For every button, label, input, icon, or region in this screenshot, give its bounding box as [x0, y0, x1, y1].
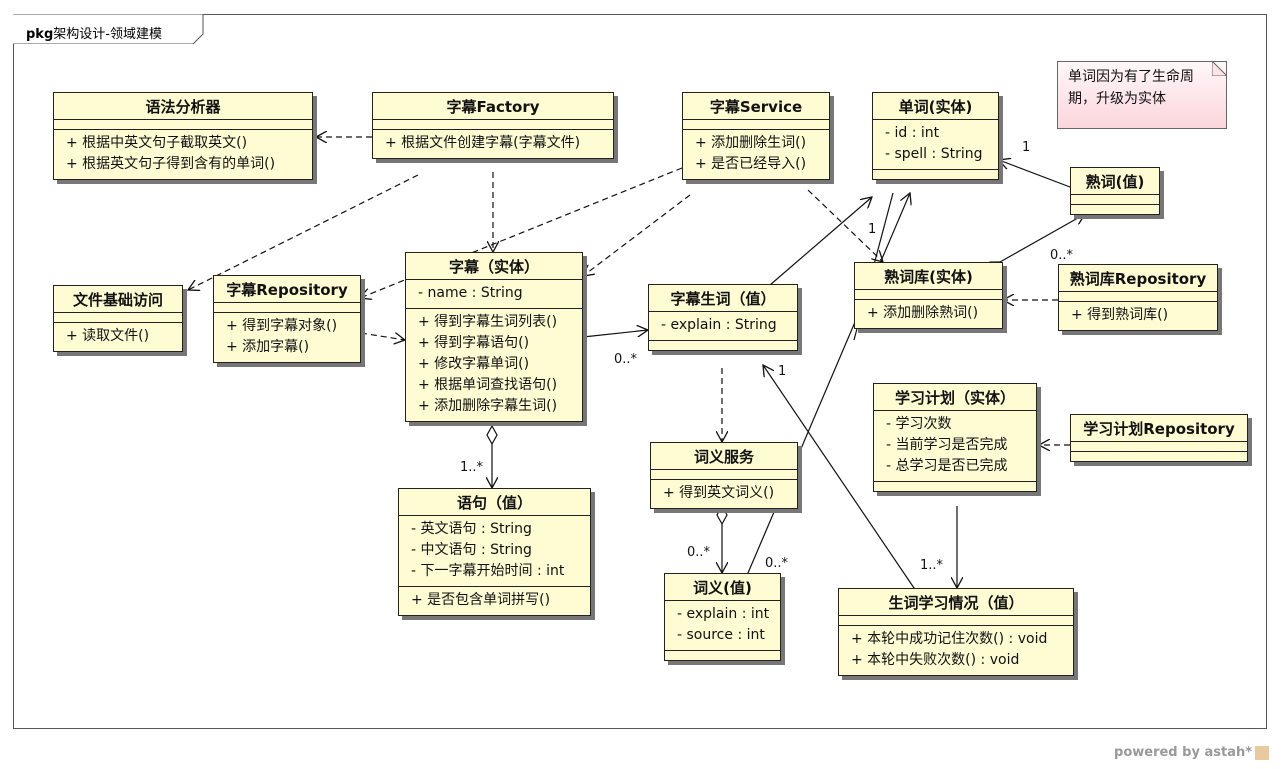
operation: + 得到英文词义() [663, 485, 775, 501]
operation: + 得到熟词库() [1071, 307, 1169, 323]
attribute: - explain : int [677, 606, 770, 622]
package-frame-title: pkg架构设计-领域建模 [26, 27, 162, 42]
mult-word-meaning: 0..* [765, 556, 789, 571]
mult-subtitle-subword: 0..* [614, 352, 638, 367]
mult-subword-progress: 1 [778, 364, 787, 379]
package-frame-tab [13, 14, 204, 44]
package-frame [13, 14, 1267, 729]
assoc-knownlib-known [1000, 214, 1085, 262]
mult-plan-progress: 1..* [920, 558, 944, 573]
class-meaning[interactable]: 词义(值) - explain : int - source : int [664, 573, 781, 661]
operation: + 读取文件() [66, 328, 150, 344]
mult-knownlib-known: 0..* [1050, 248, 1074, 263]
class-grammar-analyzer[interactable]: 语法分析器 + 根据中英文句子截取英文() + 根据英文句子得到含有的单词() [53, 92, 313, 180]
operation: + 本轮中失败次数() : void [851, 652, 1020, 668]
class-known-word[interactable]: 熟词(值) [1070, 167, 1160, 215]
operation: + 得到字幕语句() [418, 335, 530, 351]
operation: + 根据单词查找语句() [418, 377, 558, 393]
astah-logo-icon [1255, 745, 1269, 760]
class-known-library[interactable]: 熟词库(实体) + 添加删除熟词() [854, 262, 1003, 329]
assoc-progress-subword [763, 365, 914, 588]
attribute: - 中文语句 : String [411, 542, 532, 558]
operation: + 添加删除字幕生词() [418, 398, 558, 414]
class-name: 语法分析器 [54, 93, 312, 120]
note-word-lifecycle[interactable]: 单词因为有了生命周 期，升级为实体 [1057, 61, 1227, 129]
assoc-subtitle-subword [582, 330, 648, 338]
attribute: - spell : String [885, 146, 983, 162]
class-word-progress[interactable]: 生词学习情况（值） + 本轮中成功记住次数() : void + 本轮中失败次数… [838, 588, 1074, 676]
class-word-entity[interactable]: 单词(实体) - id : int - spell : String [872, 92, 999, 180]
mult-subtitle-sentence: 1..* [460, 460, 484, 475]
class-name: 生词学习情况（值） [839, 589, 1073, 616]
attribute: - 下一字幕开始时间 : int [411, 563, 565, 579]
note-line: 期，升级为实体 [1068, 91, 1166, 107]
attribute: - 总学习是否已完成 [886, 458, 1008, 474]
class-subtitle-service[interactable]: 字幕Service + 添加删除生词() + 是否已经导入() [682, 92, 830, 180]
class-name: 单词(实体) [873, 93, 998, 120]
class-name: 学习计划Repository [1071, 415, 1247, 442]
operation: + 添加删除生词() [695, 135, 807, 151]
class-name: 熟词(值) [1071, 168, 1159, 195]
operation: + 根据文件创建字幕(字幕文件) [385, 135, 581, 151]
class-name: 语句（值） [399, 489, 590, 516]
operation: + 是否已经导入() [695, 156, 807, 172]
operation: + 根据中英文句子截取英文() [66, 135, 248, 151]
class-name: 字幕Factory [373, 93, 613, 120]
class-study-plan-repository[interactable]: 学习计划Repository [1070, 414, 1248, 462]
class-study-plan[interactable]: 学习计划（实体） - 学习次数 - 当前学习是否完成 - 总学习是否已完成 [873, 383, 1037, 492]
mult-word-known: 1 [1022, 140, 1031, 155]
footer-powered-by: powered by astah* [1114, 745, 1269, 760]
class-name: 熟词库(实体) [855, 263, 1002, 290]
class-name: 熟词库Repository [1059, 265, 1217, 292]
class-name: 字幕Repository [214, 276, 360, 303]
class-subtitle-factory[interactable]: 字幕Factory + 根据文件创建字幕(字幕文件) [372, 92, 614, 159]
dep-service-subtitle [583, 194, 691, 276]
operation: + 添加删除熟词() [867, 305, 979, 321]
class-name: 文件基础访问 [54, 286, 182, 313]
dep-service-subrepo [360, 167, 683, 298]
operation: + 添加字幕() [226, 339, 310, 355]
attribute: - 学习次数 [886, 416, 952, 432]
dep-subrepo-subtitle [360, 333, 405, 340]
operation: + 根据英文句子得到含有的单词() [66, 156, 276, 172]
class-name: 学习计划（实体） [874, 384, 1036, 411]
attribute: - 英文语句 : String [411, 521, 532, 537]
attribute: - explain : String [661, 317, 777, 333]
note-fold-icon [1212, 61, 1227, 76]
class-meaning-service[interactable]: 词义服务 + 得到英文词义() [650, 442, 798, 509]
operation: + 本轮中成功记住次数() : void [851, 631, 1048, 647]
operation: + 修改字幕单词() [418, 356, 530, 372]
dep-factory-fileaccess [188, 174, 419, 290]
class-subtitle-entity[interactable]: 字幕（实体） - name : String + 得到字幕生词列表() + 得到… [405, 252, 583, 422]
class-subtitle-repository[interactable]: 字幕Repository + 得到字幕对象() + 添加字幕() [213, 275, 361, 363]
attribute: - 当前学习是否完成 [886, 437, 1008, 453]
note-line: 单词因为有了生命周 [1068, 69, 1194, 85]
class-name: 字幕生词（值） [649, 285, 797, 312]
class-name: 词义服务 [651, 443, 797, 470]
operation: + 得到字幕对象() [226, 318, 338, 334]
attribute: - source : int [677, 627, 765, 643]
class-subtitle-word[interactable]: 字幕生词（值） - explain : String [648, 284, 798, 351]
assoc-known-word [999, 160, 1070, 187]
class-name: 字幕（实体） [406, 253, 582, 280]
mult-meaningsvc-meaning: 0..* [687, 545, 711, 560]
class-name: 字幕Service [683, 93, 829, 120]
operation: + 得到字幕生词列表() [418, 314, 558, 330]
mult-word-knownlib: 1 [868, 222, 877, 237]
class-file-access[interactable]: 文件基础访问 + 读取文件() [53, 285, 183, 352]
class-name: 词义(值) [665, 574, 780, 601]
class-sentence[interactable]: 语句（值） - 英文语句 : String - 中文语句 : String - … [398, 488, 591, 616]
class-known-library-repository[interactable]: 熟词库Repository + 得到熟词库() [1058, 264, 1218, 331]
attribute: - id : int [885, 125, 940, 141]
attribute: - name : String [418, 285, 523, 301]
operation: + 是否包含单词拼写() [411, 592, 551, 608]
